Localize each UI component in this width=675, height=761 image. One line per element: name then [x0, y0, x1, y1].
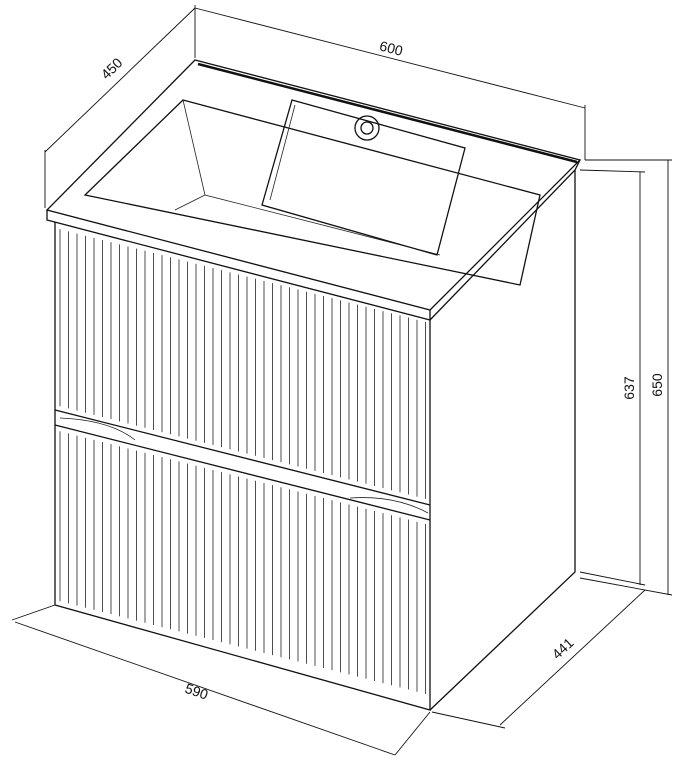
faucet-hole-icon	[354, 115, 380, 141]
dim-600: 600	[378, 38, 405, 59]
dimension-lines	[11, 5, 673, 756]
dim-637: 637	[621, 376, 637, 400]
dim-650: 650	[649, 373, 665, 397]
faucet-deck	[261, 99, 466, 256]
drawer-fluting	[59, 229, 426, 694]
dim-590: 590	[183, 680, 210, 703]
sink-basin	[83, 99, 541, 286]
cabinet-body	[54, 170, 576, 711]
